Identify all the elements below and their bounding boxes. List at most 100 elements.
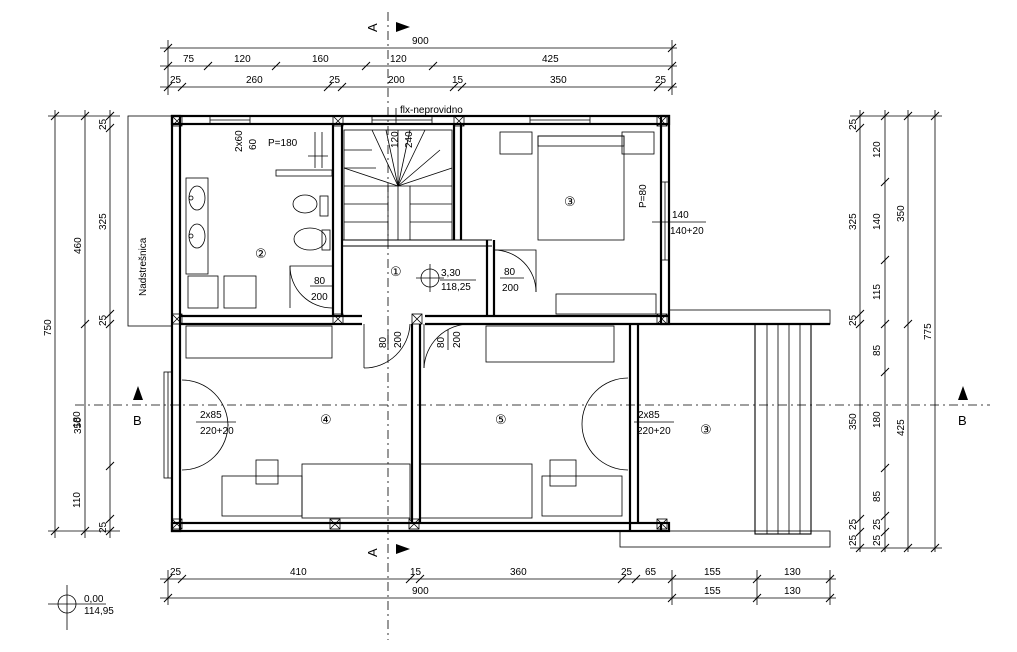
dim-top-overall: 900 bbox=[412, 36, 429, 47]
dim-right-inner2-1: 140 bbox=[872, 213, 883, 230]
dim-bot-r1-0: 25 bbox=[170, 567, 182, 578]
bedroom-furniture bbox=[499, 131, 657, 315]
room-labels: ① ② ③ ③ ④ ⑤ bbox=[255, 194, 712, 437]
dim-bot-r1-5: 65 bbox=[645, 567, 657, 578]
dim-bot-r1-3: 360 bbox=[510, 567, 527, 578]
win-room4-height: 220+20 bbox=[200, 426, 234, 437]
dim-right-inner2-5: 85 bbox=[872, 490, 883, 502]
dims-left-ticks bbox=[50, 111, 115, 536]
dim-top-r1-1: 120 bbox=[234, 54, 251, 65]
dims-bottom-lines bbox=[160, 570, 836, 605]
dim-bot-r1-1: 410 bbox=[290, 567, 307, 578]
section-mark-b-left: B bbox=[133, 413, 142, 428]
opening-labels: 80 200 80 200 80 200 80 200 2x85 220+20 … bbox=[196, 210, 706, 437]
dim-top-r2-0: 25 bbox=[170, 75, 182, 86]
section-mark-a-top: A bbox=[365, 23, 380, 32]
dims-top-lines bbox=[160, 40, 677, 95]
stair-240: 240 bbox=[404, 131, 415, 148]
dim-right-inner2-7: 25 bbox=[872, 534, 883, 546]
walls bbox=[127, 114, 831, 548]
dim-top-r2-1: 260 bbox=[246, 75, 263, 86]
dim-right-overall: 775 bbox=[923, 323, 934, 340]
origin-marker bbox=[48, 585, 106, 630]
dims-left-text: 750 460 350 25 325 25 180 110 25 bbox=[43, 118, 109, 533]
dim-right-inner1-0: 25 bbox=[848, 118, 859, 130]
dim-left-overall: 750 bbox=[43, 319, 54, 336]
dim-right-inner2-6: 25 bbox=[872, 518, 883, 530]
p80-note: P=80 bbox=[638, 184, 649, 208]
windows bbox=[163, 115, 670, 479]
room-label-2: ② bbox=[255, 246, 267, 261]
columns bbox=[171, 115, 668, 530]
dim-right-inner1-2: 25 bbox=[848, 314, 859, 326]
dim-left-outer-1: 350 bbox=[73, 417, 84, 434]
room-label-3-top: ③ bbox=[564, 194, 576, 209]
dims-top-text: 900 75 120 160 120 425 25 260 25 200 15 … bbox=[170, 36, 667, 86]
dim-left-inner-5: 25 bbox=[98, 521, 109, 533]
dim-top-r2-6: 25 bbox=[655, 75, 667, 86]
dim-top-r1-2: 160 bbox=[312, 54, 329, 65]
win-room3-height: 220+20 bbox=[637, 426, 671, 437]
bath-door-h: 200 bbox=[311, 292, 328, 303]
origin-top: 0,00 bbox=[84, 594, 104, 605]
dims-right-ticks bbox=[855, 111, 940, 553]
doors bbox=[181, 249, 629, 471]
dim-bot-r1-7: 130 bbox=[784, 567, 801, 578]
dim-top-r2-2: 25 bbox=[329, 75, 341, 86]
dim-right-inner2-0: 120 bbox=[872, 141, 883, 158]
dim-right-inner2-4: 180 bbox=[872, 411, 883, 428]
dim-right-outer-1: 425 bbox=[896, 419, 907, 436]
lower-furniture bbox=[185, 325, 623, 519]
bed-door-w: 80 bbox=[504, 267, 516, 278]
hall-door-right-w: 80 bbox=[436, 336, 447, 348]
win-bed-height: 140+20 bbox=[670, 226, 704, 237]
dim-top-r2-5: 350 bbox=[550, 75, 567, 86]
bathroom-fixtures bbox=[185, 132, 333, 309]
dim-right-inner1-1: 325 bbox=[848, 213, 859, 230]
window-60: 60 bbox=[248, 138, 259, 150]
dim-left-inner-3: 180 bbox=[72, 411, 83, 428]
section-mark-a-bottom: A bbox=[365, 548, 380, 557]
dim-right-inner1-4: 25 bbox=[848, 518, 859, 530]
dim-bot-r2-2: 130 bbox=[784, 586, 801, 597]
dim-right-outer-0: 350 bbox=[896, 205, 907, 222]
level-marker bbox=[416, 264, 476, 292]
room-label-3-terrace: ③ bbox=[700, 422, 712, 437]
dim-top-r1-3: 120 bbox=[390, 54, 407, 65]
dim-bot-r1-2: 15 bbox=[410, 567, 422, 578]
bath-door-w: 80 bbox=[314, 276, 326, 287]
arrow-up-icon bbox=[958, 386, 968, 400]
dim-bot-r1-4: 25 bbox=[621, 567, 633, 578]
dim-top-r2-4: 15 bbox=[452, 75, 464, 86]
win-room3-size: 2x85 bbox=[638, 410, 660, 421]
hall-door-right-h: 200 bbox=[452, 331, 463, 348]
dim-bot-r2-1: 155 bbox=[704, 586, 721, 597]
dims-left-lines bbox=[48, 110, 120, 538]
level-bottom: 118,25 bbox=[441, 282, 471, 293]
hall-door-left-h: 200 bbox=[393, 331, 404, 348]
dim-left-inner-1: 325 bbox=[98, 213, 109, 230]
dims-right-lines bbox=[850, 110, 942, 552]
dim-left-inner-2: 25 bbox=[98, 314, 109, 326]
arrow-right-icon bbox=[396, 22, 410, 32]
dim-bot-r1-6: 155 bbox=[704, 567, 721, 578]
section-mark-b-right: B bbox=[958, 413, 967, 428]
dim-right-inner1-3: 350 bbox=[848, 413, 859, 430]
room-label-1: ① bbox=[390, 264, 402, 279]
win-room4-size: 2x85 bbox=[200, 410, 222, 421]
dim-left-inner-4: 110 bbox=[72, 492, 83, 508]
dims-bottom-text: 25 410 15 360 25 65 155 130 900 155 130 bbox=[170, 567, 801, 597]
window-2x60: 2x60 bbox=[234, 130, 245, 152]
origin-bottom: 114,95 bbox=[84, 606, 114, 617]
dim-bot-r2-0: 900 bbox=[412, 586, 429, 597]
dim-top-r1-4: 425 bbox=[542, 54, 559, 65]
dim-right-inner2-3: 85 bbox=[872, 344, 883, 356]
room-label-4: ④ bbox=[320, 412, 332, 427]
dim-top-r2-3: 200 bbox=[388, 75, 405, 86]
flx-note: flx-neprovidno bbox=[400, 105, 463, 116]
dim-right-inner2-2: 115 bbox=[872, 284, 883, 300]
p180-note: P=180 bbox=[268, 138, 298, 149]
dims-right-text: 775 350 425 120 140 115 85 180 85 25 25 … bbox=[848, 118, 934, 546]
dim-left-outer-0: 460 bbox=[73, 237, 84, 254]
